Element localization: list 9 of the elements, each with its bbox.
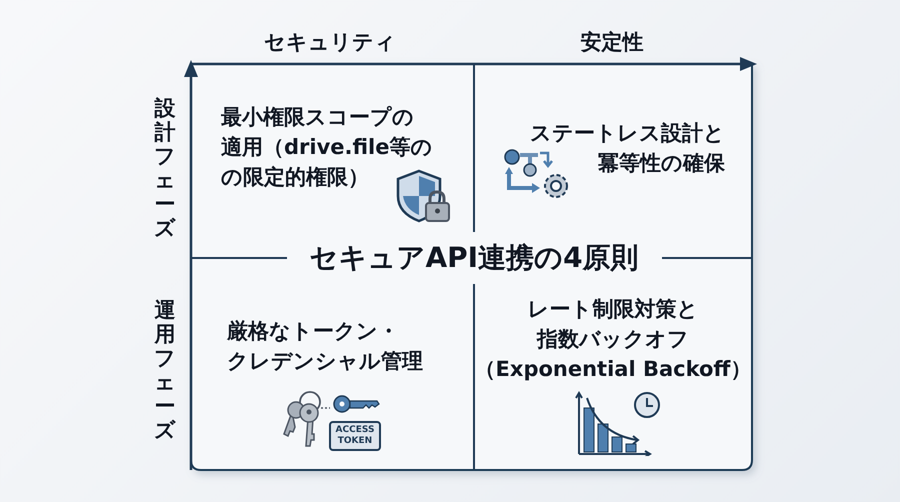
quadrant-text: 厳格なトークン・クレデンシャル管理: [227, 316, 447, 376]
access-token-badge: ACCESS TOKEN: [329, 421, 381, 451]
column-heading: 安定性: [580, 29, 644, 56]
row-heading: 運用フェーズ: [154, 298, 176, 442]
column-heading: セキュリティ: [264, 29, 396, 56]
row-heading: 設計フェーズ: [154, 96, 176, 240]
quadrant-text: レート制限対策と指数バックオフ（Exponential Backoff）: [474, 294, 752, 384]
quadrant-text: ステートレス設計と冪等性の確保: [500, 118, 725, 178]
quadrant-text: 最小権限スコープの適用（drive.file等のの限定的権限）: [221, 102, 451, 192]
